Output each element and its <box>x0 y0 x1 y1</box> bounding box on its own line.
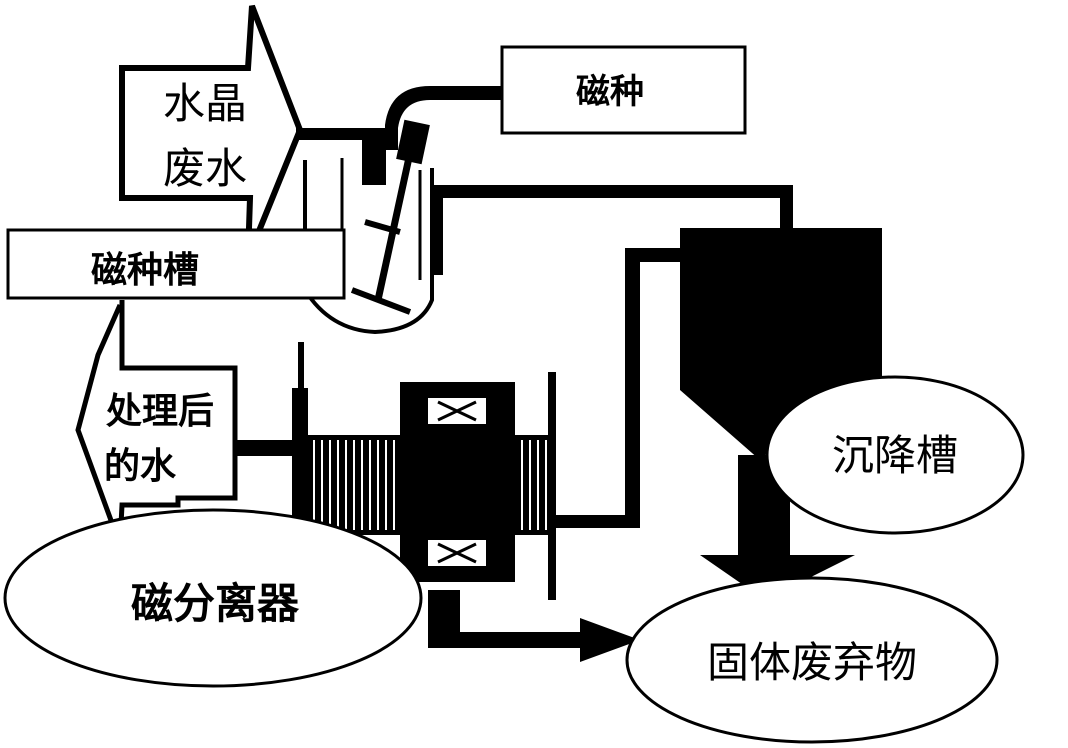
settling-tank-down-arrow <box>700 455 855 600</box>
magnetic-seed-tank-box <box>6 228 346 300</box>
solid-waste-label: 固体废弃物 <box>707 638 917 687</box>
pipe-mixer-to-settling-tank <box>430 185 793 275</box>
magnetic-separator-ellipse <box>3 508 423 688</box>
crystal-wastewater-arrow <box>119 4 304 260</box>
crystal-wastewater-label-line1: 水晶 <box>163 79 247 128</box>
pipe-magnetic-seed <box>385 86 502 150</box>
treated-water-label-line1: 处理后 <box>106 391 214 432</box>
mixing-tank <box>303 160 434 335</box>
treated-water-label-line2: 的水 <box>104 446 177 487</box>
magnetic-separator-label: 磁分离器 <box>131 579 300 628</box>
pipe-to-solid-waste <box>428 590 640 662</box>
settling-tank-label: 沉降槽 <box>832 431 958 480</box>
stirrer <box>350 119 430 315</box>
pipe-settling-tank-to-separator <box>555 248 690 528</box>
settling-tank-ellipse <box>765 375 1025 535</box>
pipe-separator-to-treated-water <box>235 440 295 456</box>
magnetic-seed-tank-label: 磁种槽 <box>91 250 199 291</box>
magnet-coil <box>400 382 515 582</box>
treated-water-arrow <box>75 300 238 546</box>
magnetic-seed-box <box>500 45 747 135</box>
magnetic-seed-label: 磁种 <box>576 72 644 112</box>
separator-end-plate <box>548 372 556 600</box>
crystal-wastewater-label-line2: 废水 <box>163 144 247 193</box>
solid-waste-ellipse <box>625 576 999 744</box>
mixer-feed-spout <box>362 130 386 185</box>
